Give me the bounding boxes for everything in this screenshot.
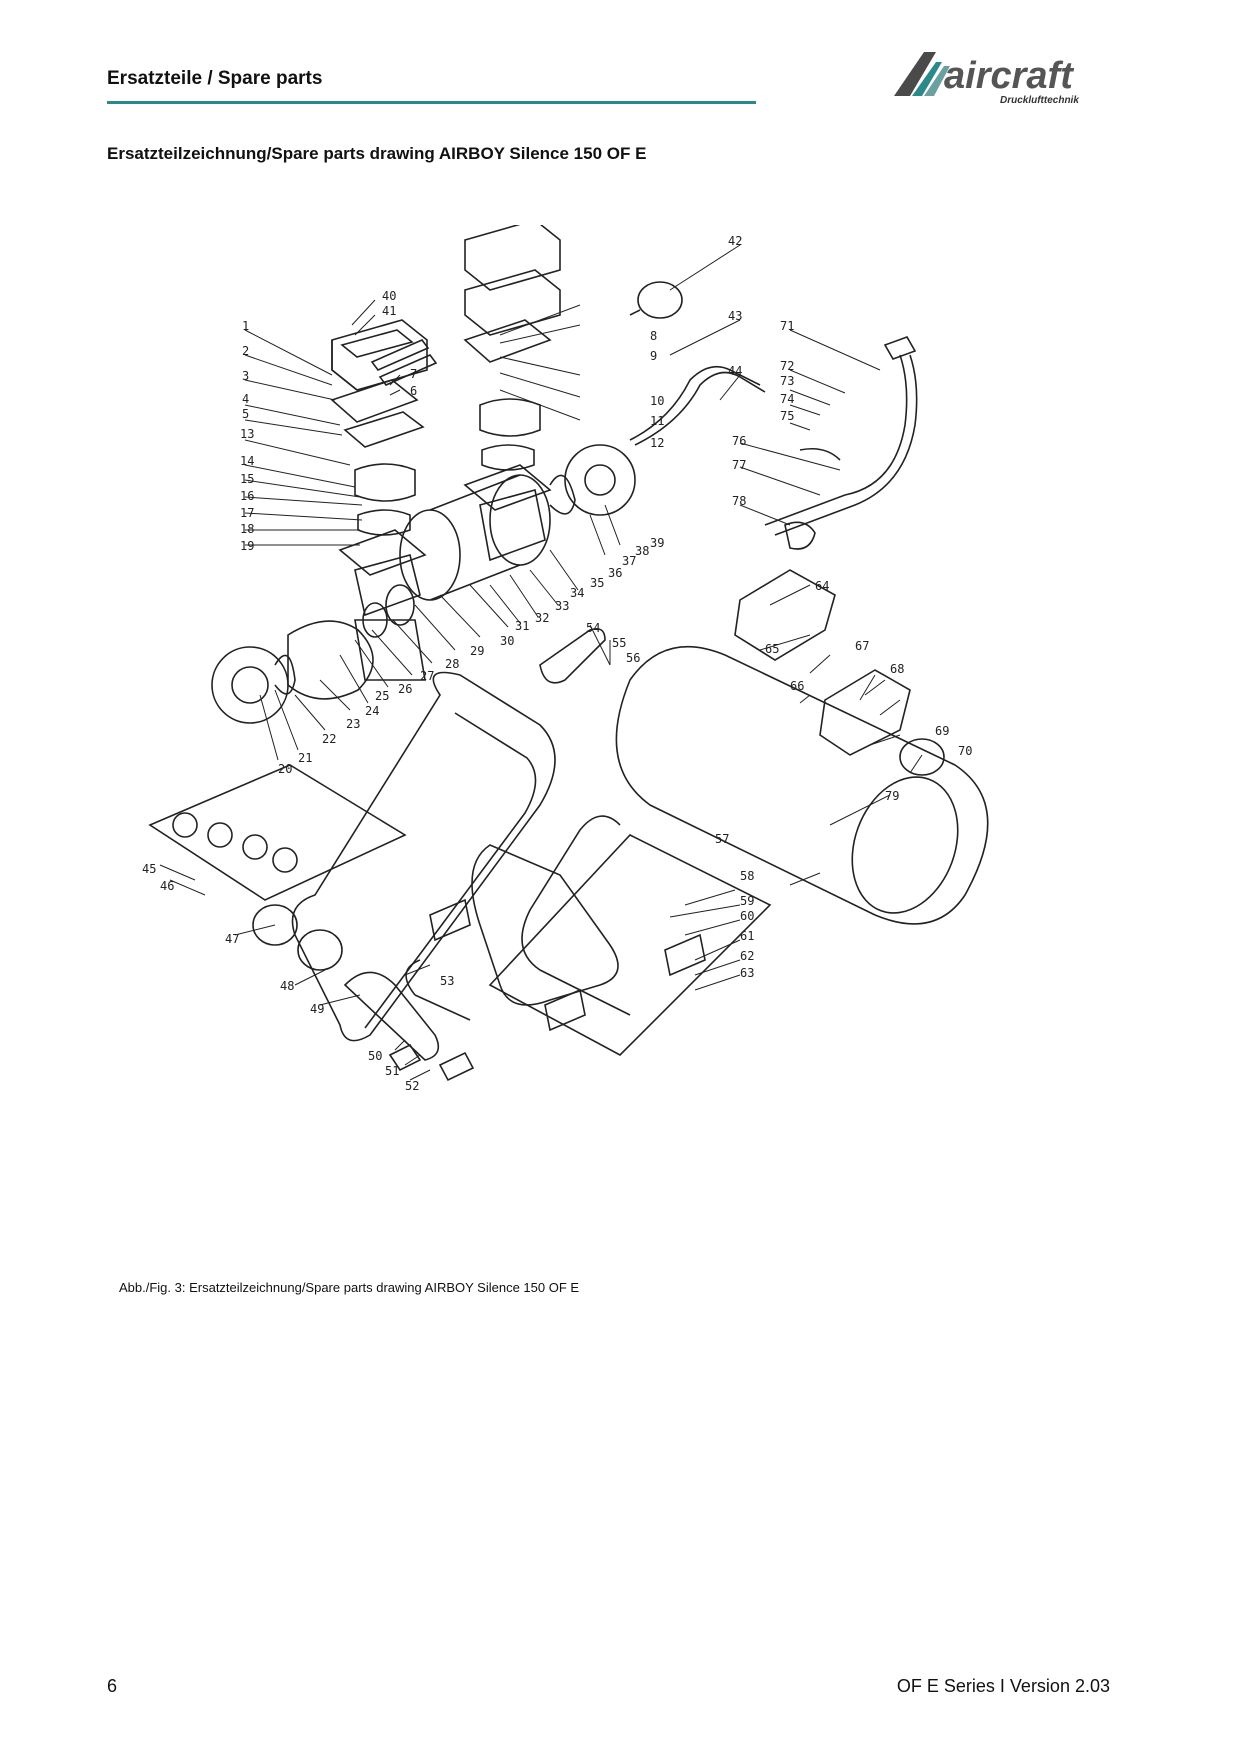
part-label-42: 42	[728, 234, 742, 248]
part-label-6: 6	[410, 384, 417, 398]
figure-caption: Abb./Fig. 3: Ersatzteilzeichnung/Spare p…	[119, 1280, 580, 1295]
part-label-21: 21	[298, 751, 312, 765]
part-label-64: 64	[815, 579, 829, 593]
part-label-39: 39	[650, 536, 664, 550]
part-label-43: 43	[728, 309, 742, 323]
part-label-8: 8	[650, 329, 657, 343]
part-label-52: 52	[405, 1079, 419, 1093]
part-label-14: 14	[240, 454, 254, 468]
part-label-36: 36	[608, 566, 622, 580]
part-label-27: 27	[420, 669, 434, 683]
part-label-2: 2	[242, 344, 249, 358]
part-label-61: 61	[740, 929, 754, 943]
part-label-25: 25	[375, 689, 389, 703]
part-label-11: 11	[650, 414, 664, 428]
page-header-title: Ersatzteile / Spare parts	[107, 68, 323, 89]
part-label-69: 69	[935, 724, 949, 738]
logo-subtext: Drucklufttechnik	[1000, 95, 1079, 106]
part-label-38: 38	[635, 544, 649, 558]
part-label-76: 76	[732, 434, 746, 448]
part-label-29: 29	[470, 644, 484, 658]
part-labels: 1 2 3 4 5 6 7 8 9 10 11 12 13 14 15 16 1…	[142, 234, 972, 1093]
part-label-46: 46	[160, 879, 174, 893]
part-label-41: 41	[382, 304, 396, 318]
part-label-23: 23	[346, 717, 360, 731]
part-label-72: 72	[780, 359, 794, 373]
part-label-16: 16	[240, 489, 254, 503]
part-label-10: 10	[650, 394, 664, 408]
part-label-54: 54	[586, 621, 600, 635]
part-label-44: 44	[728, 364, 742, 378]
part-label-47: 47	[225, 932, 239, 946]
part-label-79: 79	[885, 789, 899, 803]
part-label-51: 51	[385, 1064, 399, 1078]
part-label-74: 74	[780, 392, 794, 406]
part-label-12: 12	[650, 436, 664, 450]
part-label-5: 5	[242, 407, 249, 421]
part-label-1: 1	[242, 319, 249, 333]
series-version: OF E Series I Version 2.03	[896, 1676, 1110, 1696]
part-label-45: 45	[142, 862, 156, 876]
part-label-40: 40	[382, 289, 396, 303]
part-label-58: 58	[740, 869, 754, 883]
frame	[291, 671, 772, 1056]
part-label-9: 9	[650, 349, 657, 363]
part-label-57: 57	[715, 832, 729, 846]
part-label-19: 19	[240, 539, 254, 553]
part-label-31: 31	[515, 619, 529, 633]
part-label-35: 35	[590, 576, 604, 590]
part-label-55: 55	[612, 636, 626, 650]
section-title: Ersatzteilzeichnung/Spare parts drawing …	[107, 144, 647, 163]
motor	[362, 474, 551, 638]
part-label-3: 3	[242, 369, 249, 383]
part-label-15: 15	[240, 472, 254, 486]
part-label-13: 13	[240, 427, 254, 441]
part-label-18: 18	[240, 522, 254, 536]
part-label-28: 28	[445, 657, 459, 671]
part-label-66: 66	[790, 679, 804, 693]
part-label-24: 24	[365, 704, 379, 718]
part-label-56: 56	[626, 651, 640, 665]
part-label-73: 73	[780, 374, 794, 388]
leader-lines	[159, 244, 923, 1081]
part-label-7: 7	[410, 367, 417, 381]
logo-wordmark: aircraft	[944, 55, 1074, 97]
drawing-geometry	[148, 225, 989, 1082]
part-label-49: 49	[310, 1002, 324, 1016]
part-label-22: 22	[322, 732, 336, 746]
part-label-78: 78	[732, 494, 746, 508]
part-label-59: 59	[740, 894, 754, 908]
left-cylinder-head	[211, 319, 428, 724]
part-label-20: 20	[278, 762, 292, 776]
part-label-17: 17	[240, 506, 254, 520]
part-label-68: 68	[890, 662, 904, 676]
part-label-37: 37	[622, 554, 636, 568]
part-label-32: 32	[535, 611, 549, 625]
exploded-parts-drawing: 1 2 3 4 5 6 7 8 9 10 11 12 13 14 15 16 1…	[142, 225, 989, 1093]
part-label-77: 77	[732, 458, 746, 472]
part-label-63: 63	[740, 966, 754, 980]
part-label-53: 53	[440, 974, 454, 988]
aircraft-logo: aircraft	[894, 52, 1074, 97]
part-label-30: 30	[500, 634, 514, 648]
part-label-60: 60	[740, 909, 754, 923]
part-label-75: 75	[780, 409, 794, 423]
part-label-26: 26	[398, 682, 412, 696]
part-label-67: 67	[855, 639, 869, 653]
part-label-48: 48	[280, 979, 294, 993]
part-label-71: 71	[780, 319, 794, 333]
part-label-34: 34	[570, 586, 584, 600]
part-label-4: 4	[242, 392, 249, 406]
part-label-62: 62	[740, 949, 754, 963]
header-rule	[107, 101, 756, 104]
part-label-65: 65	[765, 642, 779, 656]
right-cylinder-head	[463, 225, 636, 562]
part-label-70: 70	[958, 744, 972, 758]
part-label-33: 33	[555, 599, 569, 613]
part-label-50: 50	[368, 1049, 382, 1063]
page-number: 6	[107, 1676, 118, 1696]
